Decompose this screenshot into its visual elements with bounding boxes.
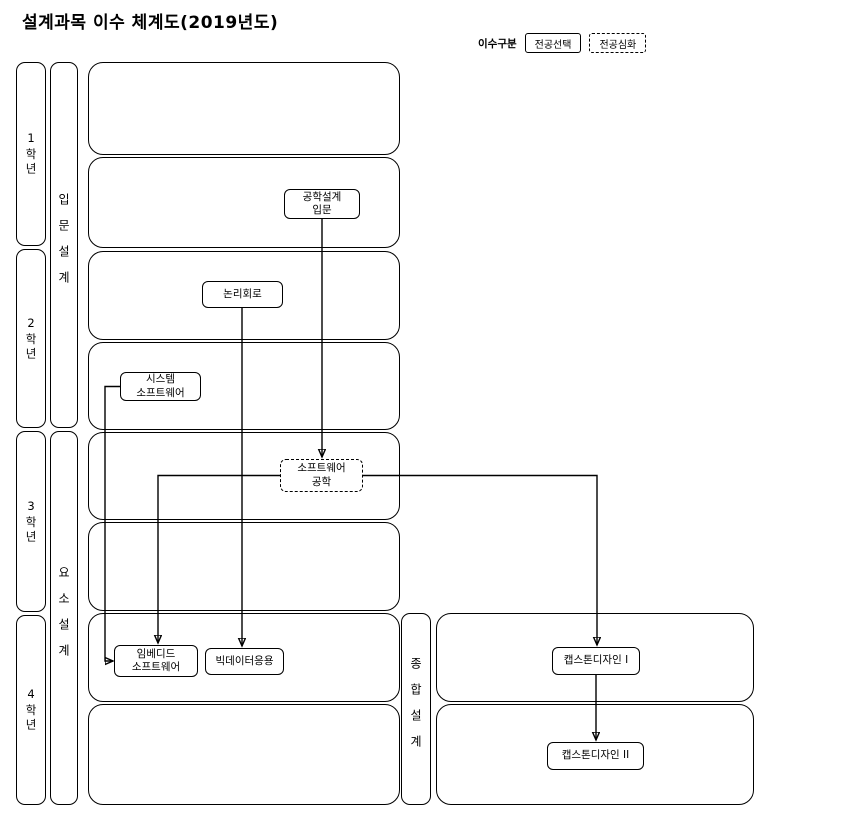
course-logic-circuits: 논리회로 [202,281,283,308]
course-capstone-design-2: 캡스톤디자인 II [547,742,644,770]
year-4-box: 4학년 [16,615,46,805]
legend-item-major-intensive: 전공심화 [589,33,647,53]
year-1-label: 1학년 [24,131,38,177]
page-title: 설계과목 이수 체계도(2019년도) [22,13,279,33]
course-embedded-software: 임베디드 소프트웨어 [114,645,198,677]
phase-intro-design-box: 입문설계 [50,62,78,428]
phase-comprehensive-design-box: 종합설계 [401,613,431,805]
phase-element-design-label: 요소설계 [56,566,71,670]
legend-label: 이수구분 [478,37,517,50]
year-3-box: 3학년 [16,431,46,612]
year-4-label: 4학년 [24,687,38,733]
semester-row-1 [88,62,400,155]
course-software-engineering: 소프트웨어 공학 [280,459,363,492]
semester-row-6 [88,522,400,611]
phase-comprehensive-design-label: 종합설계 [408,657,423,761]
year-3-label: 3학년 [24,498,38,545]
course-system-software: 시스템 소프트웨어 [120,372,201,401]
legend: 이수구분 전공선택 전공심화 [478,33,647,53]
course-engineering-design-intro: 공학설계 입문 [284,189,360,219]
course-bigdata-application: 빅데이터응용 [205,648,284,675]
phase-element-design-box: 요소설계 [50,431,78,805]
legend-item-major-elective: 전공선택 [524,33,582,53]
year-2-box: 2학년 [16,249,46,428]
year-1-box: 1학년 [16,62,46,246]
year-2-label: 2학년 [24,315,38,362]
semester-row-8 [88,704,400,805]
phase-intro-design-label: 입문설계 [56,193,71,297]
course-capstone-design-1: 캡스톤디자인 I [552,647,640,675]
